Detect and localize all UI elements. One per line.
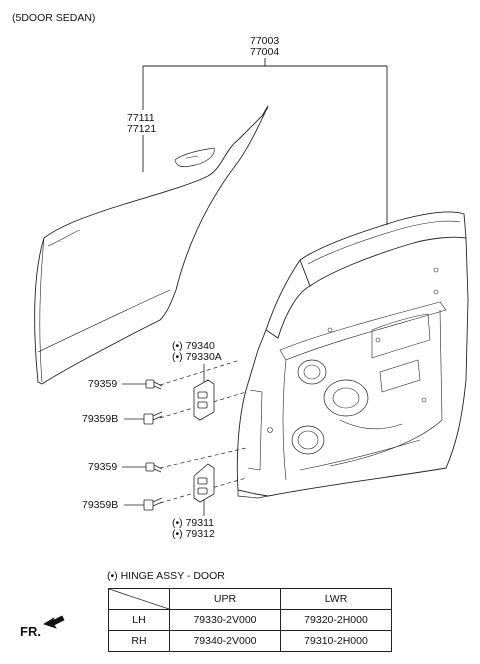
part-label-bolt-lower: 79359 [88,461,118,473]
outer-panel [34,105,269,385]
part-label-79311: (•) 79311 [172,517,215,529]
table-row: RH 79340-2V000 79310-2H000 [108,630,392,652]
bolt-lower [145,462,163,473]
table-row: LH 79330-2V000 79320-2H000 [108,609,392,631]
part-label-bolt-upper: 79359 [88,378,118,390]
lower-hinge [193,463,215,503]
part-label-77121: 77121 [127,123,157,135]
table-header-row: UPR LWR [108,588,392,610]
front-arrow-icon [43,615,65,629]
table-cell-upr: 79330-2V000 [169,609,281,631]
part-label-77004: 77004 [250,46,280,58]
table-cell-side: RH [108,630,170,652]
part-label-bolt-b-lower: 79359B [82,499,119,511]
hinge-table: UPR LWR LH 79330-2V000 79320-2H000 RH 79… [108,588,392,652]
model-title: (5DOOR SEDAN) [12,12,96,24]
part-label-77003: 77003 [250,35,280,47]
bolt-upper [145,379,163,390]
part-label-79330A: (•) 79330A [172,351,222,363]
hinge-note: (•) HINGE ASSY - DOOR [107,570,225,582]
table-header-upr: UPR [169,588,281,610]
table-cell-side: LH [108,609,170,631]
part-label-79340: (•) 79340 [172,340,215,352]
table-header-corner [108,588,170,610]
part-label-77111: 77111 [127,112,155,124]
table-cell-lwr: 79310-2H000 [280,630,392,652]
corner-diagonal [109,589,169,609]
table-cell-upr: 79340-2V000 [169,630,281,652]
part-label-bolt-b-upper: 79359B [82,413,119,425]
bolt-b-lower [143,497,163,511]
door-frame [236,211,469,499]
front-label: FR. [20,624,41,639]
upper-hinge [193,379,215,421]
table-cell-lwr: 79320-2H000 [280,609,392,631]
table-header-lwr: LWR [280,588,392,610]
bolt-b-upper [143,411,163,425]
part-label-79312: (•) 79312 [172,528,215,540]
